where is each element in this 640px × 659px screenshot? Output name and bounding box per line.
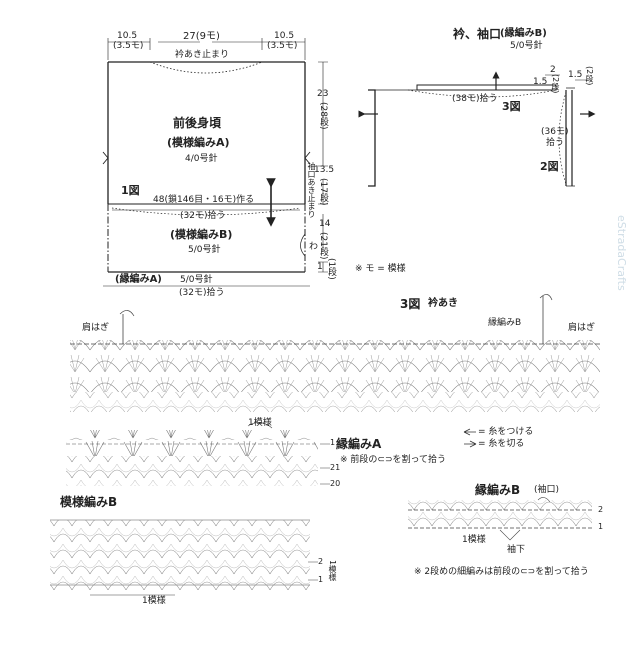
side-17: (17段) xyxy=(318,178,328,206)
dim-top-right-sub: (3.5モ) xyxy=(267,41,298,51)
neck-stop-label: 衿あき止まり xyxy=(175,50,230,60)
edge-b-chart xyxy=(408,497,592,541)
collar-pickup-38: (38モ)拾う xyxy=(452,94,498,104)
edge-b-subtitle: (袖口) xyxy=(534,485,560,495)
collar-fig3: 3図 xyxy=(502,100,521,113)
legend-join: = 糸をつける xyxy=(478,427,534,437)
pickup-32-bottom: (32モ)拾う xyxy=(179,288,225,298)
edge-b-note: ※ 2段めの細編みは前段の⊂⊃を割って拾う xyxy=(414,567,589,577)
side-13-5: 13.5 xyxy=(314,165,335,175)
side-wa: わ xyxy=(309,242,319,252)
dim-top-right: 10.5 xyxy=(274,31,295,41)
edge-b-row-1: 1 xyxy=(598,522,604,531)
body-needle-a: 4/0号針 xyxy=(185,154,218,164)
body-needle-b: 5/0号針 xyxy=(188,245,221,255)
neck-chart xyxy=(70,294,600,412)
pattern-b-title: 模様編みB xyxy=(60,495,118,509)
pattern-b-row-2: 2 xyxy=(318,557,324,566)
edge-b-underarm: 袖下 xyxy=(507,545,526,555)
edge-a-label: (縁編みA) xyxy=(115,274,162,285)
body-pattern-b: (模様編みB) xyxy=(170,228,233,241)
collar-pickup-36-b: 拾う xyxy=(546,138,565,148)
collar-fig2: 2図 xyxy=(540,160,559,173)
edge-needle-label: 5/0号針 xyxy=(180,275,213,285)
collar-title: 衿、袖口 xyxy=(453,27,502,41)
side-1-row: (1段) xyxy=(326,258,336,280)
edge-a-note: ※ 前段の⊂⊃を割って拾う xyxy=(340,455,447,465)
side-14: 14 xyxy=(319,219,331,229)
watermark: eStradaCrafts xyxy=(615,215,628,291)
side-23: 23 xyxy=(317,89,329,99)
note-mo: ※ モ = 模様 xyxy=(355,264,406,274)
collar-1-5-b: 1.5 xyxy=(568,70,583,80)
legend-symbols xyxy=(463,428,477,448)
collar-pickup-36: (36モ) xyxy=(541,127,569,137)
edge-a-title: 縁編みA xyxy=(336,437,382,451)
edge-b-row-2: 2 xyxy=(598,505,604,514)
legend-cut: = 糸を切る xyxy=(478,439,525,449)
neck-chart-subtitle: 衿あき xyxy=(428,298,458,309)
collar-needle: 5/0号針 xyxy=(510,41,543,51)
collar-side-2b: (2段) xyxy=(585,66,594,86)
dim-top-left: 10.5 xyxy=(117,31,138,41)
collar-side-2: 2 xyxy=(550,65,556,75)
collar-side-2-row: (2段) xyxy=(551,74,560,94)
neck-chart-title: 3図 xyxy=(400,297,421,311)
body-outline xyxy=(102,38,328,287)
shoulder-right: 肩はぎ xyxy=(568,323,596,333)
edge-b-repeat: 1模様 xyxy=(462,535,486,545)
pattern-b-row-1: 1 xyxy=(318,575,324,584)
edge-a-chart xyxy=(66,422,330,486)
body-pattern-a: (模様編みA) xyxy=(167,136,230,149)
side-21: (21段) xyxy=(318,232,328,260)
side-armhole-stop: 袖口あき止まり xyxy=(307,162,316,218)
edge-a-row-21: 21 xyxy=(330,463,341,472)
fig1-label: 1図 xyxy=(121,184,140,197)
edge-a-row-20: 20 xyxy=(330,479,341,488)
pattern-b-repeat-side: 1模様 xyxy=(328,560,337,582)
dim-top-mid: 27(9モ) xyxy=(183,31,220,42)
side-1: 1 xyxy=(317,262,323,272)
body-title: 前後身頃 xyxy=(173,116,222,130)
neck-edge-b: 縁編みB xyxy=(488,318,522,328)
shoulder-left: 肩はぎ xyxy=(82,323,110,333)
pattern-b-chart xyxy=(50,519,318,596)
collar-outline xyxy=(358,71,596,187)
edge-a-row-1: 1 xyxy=(330,438,336,447)
collar-1-5-a: 1.5 xyxy=(533,77,548,87)
dim-top-left-sub: (3.5モ) xyxy=(113,41,144,51)
chain-start-label: 48(鎖146目・16モ)作る xyxy=(153,195,255,205)
edge-a-repeat: 1模様 xyxy=(248,418,272,428)
collar-pattern: (縁編みB) xyxy=(500,28,547,39)
pickup-32-mid: (32モ)拾う xyxy=(180,211,226,221)
side-28: (28段) xyxy=(318,102,328,130)
pattern-b-repeat: 1模様 xyxy=(142,596,166,606)
edge-b-title: 縁編みB xyxy=(475,483,521,497)
